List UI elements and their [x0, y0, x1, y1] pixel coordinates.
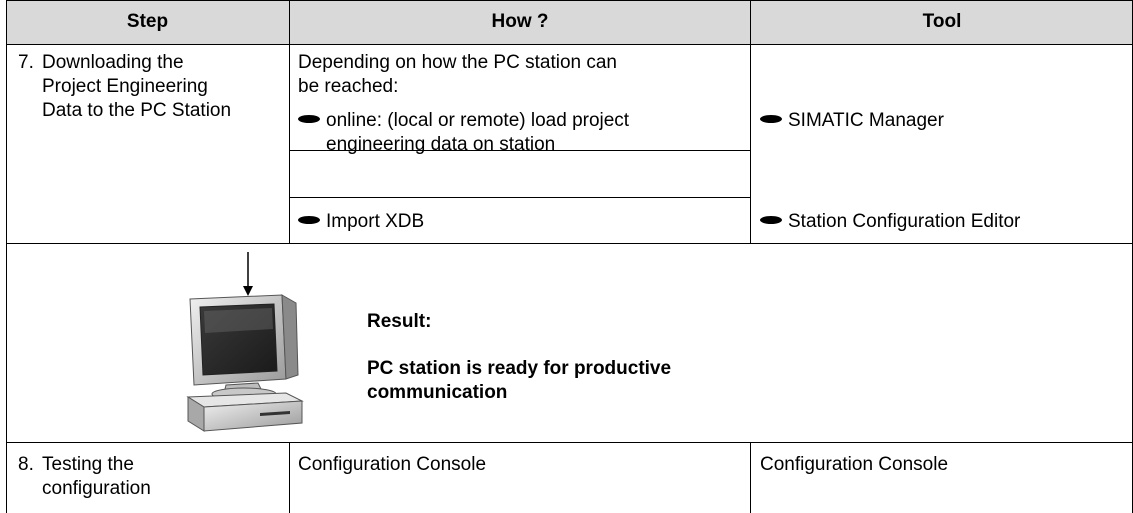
row7-tool-item2-label: Station Configuration Editor	[788, 211, 1021, 232]
row7-how-divider	[290, 150, 751, 151]
col-step-how-divider	[289, 0, 290, 243]
row7-tool-item1-label: SIMATIC Manager	[788, 110, 944, 131]
result-bottom-border	[6, 442, 1133, 443]
header-bottom-border	[6, 44, 1133, 45]
row8-number: 8.	[18, 454, 34, 475]
row7-how-intro-line2: be reached:	[298, 76, 399, 97]
bullet-icon	[760, 215, 782, 224]
row7-how-item1-cont: engineering data on station	[326, 134, 556, 155]
bullet-icon	[760, 114, 782, 123]
col-left-border	[6, 0, 7, 513]
row7-tool-item2: Station Configuration Editor	[760, 210, 1020, 234]
col-how-tool-divider	[750, 0, 751, 243]
col-how-tool-divider-row8	[750, 442, 751, 513]
down-arrow-icon	[243, 252, 253, 296]
result-text-line2: communication	[367, 382, 508, 403]
header-how: How ?	[491, 11, 549, 32]
row7-how-intro-line1: Depending on how the PC station can	[298, 52, 617, 73]
result-text-line1: PC station is ready for productive	[367, 358, 672, 379]
result-title: Result:	[367, 311, 432, 332]
bullet-icon	[298, 215, 320, 224]
row7-step-line1: Downloading the	[42, 52, 184, 73]
table-top-border	[6, 0, 1133, 1]
col-step-how-divider-row8	[289, 442, 290, 513]
pc-station-icon	[186, 294, 304, 432]
row7-number: 7.	[18, 52, 34, 73]
row8-how: Configuration Console	[298, 454, 487, 475]
row8-tool: Configuration Console	[760, 454, 949, 475]
row7-step-line2: Project Engineering	[42, 76, 208, 97]
header-step: Step	[126, 11, 169, 32]
header-tool: Tool	[922, 11, 962, 32]
row7-how-divider-2	[290, 197, 751, 198]
row7-step-line3: Data to the PC Station	[42, 100, 232, 121]
bullet-icon	[298, 114, 320, 123]
row7-how-item1-line1: online: (local or remote) load project	[326, 110, 630, 131]
row7-how-item2: Import XDB	[298, 210, 424, 234]
row7-tool-item1: SIMATIC Manager	[760, 109, 944, 133]
table-header-row	[6, 0, 1133, 44]
row7-how-item1: online: (local or remote) load project	[298, 109, 629, 133]
row7-bottom-border	[6, 243, 1133, 244]
row8-step-line1: Testing the	[42, 454, 134, 475]
row7-how-item2-label: Import XDB	[326, 211, 425, 232]
row8-step-line2: configuration	[42, 478, 151, 499]
